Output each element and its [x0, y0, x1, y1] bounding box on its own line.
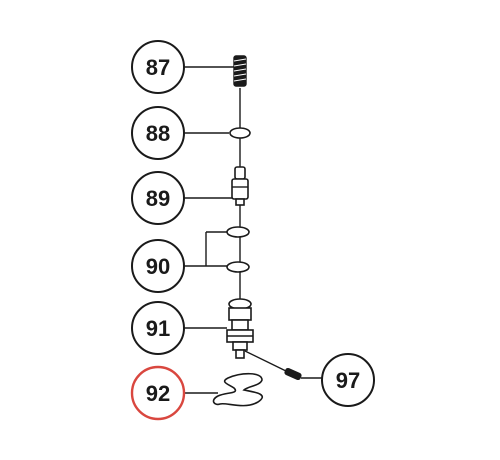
callout-88-label: 88 — [146, 121, 170, 146]
callout-91[interactable]: 91 — [131, 301, 185, 355]
leader-90 — [184, 231, 227, 267]
callout-87[interactable]: 87 — [131, 40, 185, 94]
callout-90[interactable]: 90 — [131, 239, 185, 293]
callout-97-label: 97 — [336, 368, 360, 393]
callout-90-label: 90 — [146, 254, 170, 279]
callout-88[interactable]: 88 — [131, 106, 185, 160]
part-91-valve-body — [226, 298, 254, 359]
part-87-spring — [233, 55, 247, 87]
part-88-o-ring — [229, 127, 251, 139]
part-97-pin — [244, 350, 302, 381]
part-89-valve-stem — [231, 166, 249, 206]
callout-87-label: 87 — [146, 55, 170, 80]
part-90-o-rings — [226, 226, 250, 273]
callout-91-label: 91 — [146, 316, 170, 341]
callout-97[interactable]: 97 — [321, 353, 375, 407]
callout-92-label: 92 — [146, 381, 170, 406]
callout-89[interactable]: 89 — [131, 171, 185, 225]
callout-89-label: 89 — [146, 186, 170, 211]
callout-92[interactable]: 92 — [130, 365, 186, 421]
part-92-clip — [212, 372, 264, 407]
